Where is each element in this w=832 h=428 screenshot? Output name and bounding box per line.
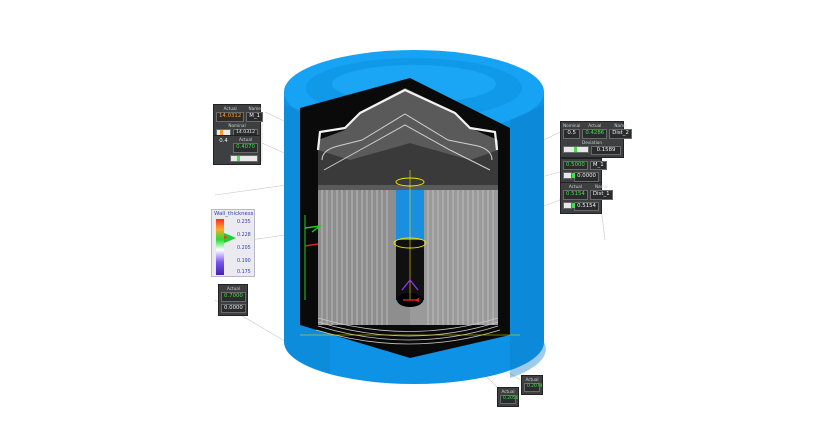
panel-header: Actual xyxy=(238,137,253,142)
tolerance-bar xyxy=(230,154,258,162)
panel-header: Actual xyxy=(588,123,602,128)
panel-header: Actual xyxy=(223,106,237,111)
measurement-overlays xyxy=(300,170,520,336)
legend-histogram xyxy=(224,233,236,243)
legend-tick: 0.235 xyxy=(237,220,251,225)
panel-header: Name xyxy=(595,184,608,189)
name-value: Dist_1 xyxy=(589,190,613,200)
legend-tick: 0.228 xyxy=(237,233,251,238)
deviation-value: 0.5154 xyxy=(574,201,599,212)
panel-header: Nominal xyxy=(563,123,581,128)
deviation-value: 0.0000 xyxy=(221,303,246,314)
nominal-value: 0.5 xyxy=(563,129,581,139)
actual-value: 0.4286 xyxy=(582,129,608,139)
tolerance-bar xyxy=(563,145,589,153)
nominal-value: 0.4 xyxy=(219,138,228,144)
actual-value: 14.0312 xyxy=(216,112,245,122)
actual-value: 0.4070 xyxy=(233,143,258,153)
legend-tick: 0.190 xyxy=(237,259,251,264)
tolerance-bar xyxy=(563,201,575,209)
name-value: Dist_2 xyxy=(609,129,632,139)
panel-header: Actual xyxy=(568,184,582,189)
panel-header: Name xyxy=(248,106,261,111)
name-value: M_1 xyxy=(246,112,264,122)
panel-header: Name xyxy=(614,123,627,128)
legend-color-scale xyxy=(216,219,224,275)
legend-tick: 0.175 xyxy=(237,270,251,275)
panel-header: Actual xyxy=(226,286,240,291)
actual-value: 0.2056 xyxy=(500,395,518,404)
legend-tick: 0.205 xyxy=(237,246,251,251)
panel-header: Deviation xyxy=(581,139,603,145)
actual-value: 0.5154 xyxy=(563,190,588,200)
panel-header: Actual xyxy=(525,377,539,382)
panel-header: Actual xyxy=(501,389,515,394)
panel-header: Nominal xyxy=(228,122,246,128)
cutaway-section xyxy=(300,78,510,358)
deviation-value: 0.0000 xyxy=(574,172,599,182)
measurement-panel-m1-right[interactable]: 0.5000 M_1 0.0000 xyxy=(560,158,607,185)
deviation-value: 0.1589 xyxy=(591,145,621,156)
legend-title: Wall_thickness xyxy=(214,211,254,217)
actual-value: 0.5000 xyxy=(563,161,588,171)
tolerance-bar xyxy=(563,172,575,180)
wall-thickness-legend[interactable]: Wall_thickness 0.235 0.228 0.205 0.190 0… xyxy=(211,209,255,277)
actual-value: 0.2079 xyxy=(524,383,542,392)
name-value: M_1 xyxy=(589,161,607,171)
actual-value: 0.7000 xyxy=(221,292,246,302)
